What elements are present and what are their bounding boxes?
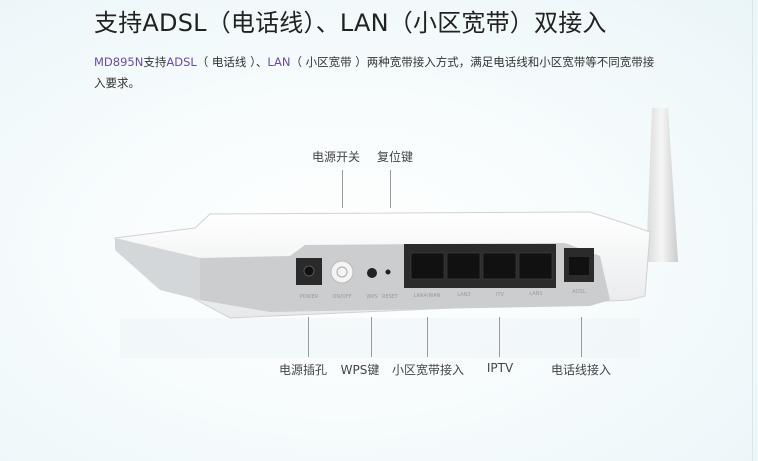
- port-label: RESET: [382, 294, 399, 300]
- port-label: LAN3: [457, 292, 470, 298]
- callout-iptv: IPTV: [486, 361, 514, 375]
- callout-lan-access: 小区宽带接入: [391, 363, 465, 377]
- port-label: ADSL: [572, 289, 585, 295]
- port-label: LAN1: [529, 291, 542, 297]
- port-label: POWER: [300, 294, 319, 300]
- callout-wps-key: WPS键: [340, 363, 380, 377]
- lan1-port: [518, 252, 553, 280]
- lan3-port: [446, 252, 481, 280]
- reset-hole: [385, 269, 391, 275]
- port-label: WPS: [366, 294, 377, 300]
- callout-line: [499, 317, 500, 357]
- port-label: ON/OFF: [332, 294, 351, 300]
- model-name: MD895N: [94, 55, 144, 69]
- callout-reset-key: 复位键: [376, 150, 414, 164]
- page-title: 支持ADSL（电话线）、LAN（小区宽带）双接入: [94, 9, 607, 37]
- desc-text: 支持: [143, 55, 167, 69]
- callout-power-jack: 电源插孔: [278, 363, 328, 377]
- port-label: LAN4/WAN: [414, 293, 441, 299]
- lan-text: LAN: [267, 55, 291, 69]
- callout-power-switch: 电源开关: [311, 150, 361, 164]
- desc-text: （ 电话线 ）、: [196, 55, 268, 69]
- itv-port: [482, 252, 517, 280]
- power-switch: [330, 260, 354, 284]
- callout-phone-access: 电话线接入: [550, 363, 612, 377]
- callout-line: [390, 170, 391, 208]
- reflection: [120, 318, 640, 358]
- callout-line: [371, 317, 372, 357]
- callout-line: [581, 317, 582, 357]
- wps-button: [367, 268, 377, 278]
- port-label: ITV: [496, 292, 505, 298]
- right-border: [752, 0, 753, 461]
- description: MD895N支持ADSL（ 电话线 ）、LAN（ 小区宽带 ）两种宽带接入方式，…: [94, 52, 664, 94]
- adsl-text: ADSL: [166, 55, 197, 69]
- callout-line: [308, 317, 309, 357]
- callout-line: [342, 170, 343, 208]
- desc-text: （ 小区宽带 ）两种宽带接入方式，满足电话线和小区宽带等不同宽带接入要求。: [94, 55, 655, 90]
- lan4-port: [410, 252, 445, 280]
- callout-line: [427, 317, 428, 357]
